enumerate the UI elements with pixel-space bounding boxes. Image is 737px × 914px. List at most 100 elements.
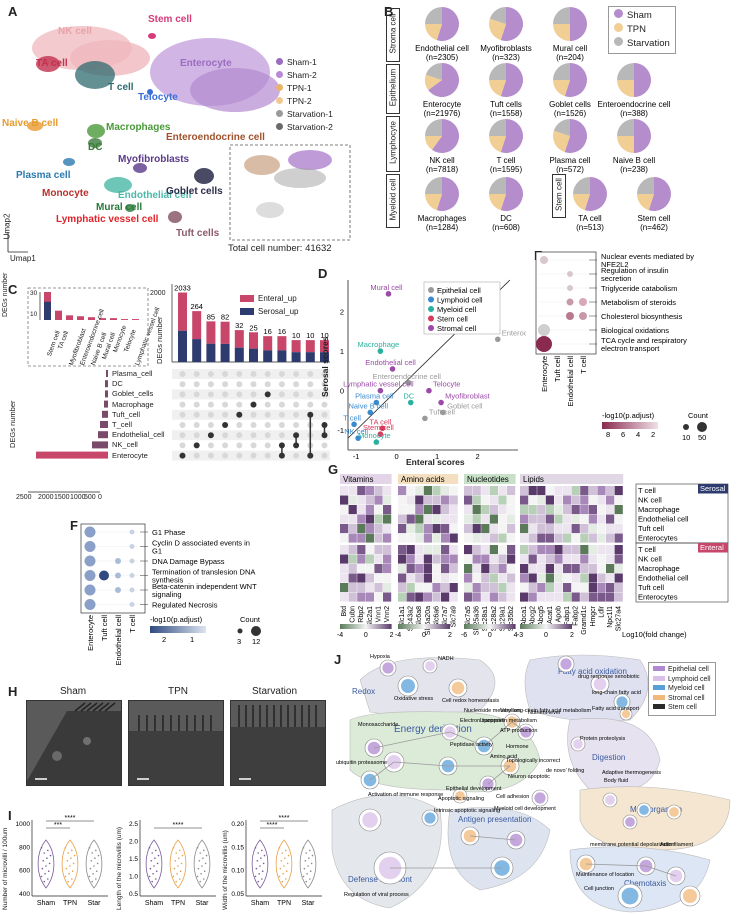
pie-count: (n=238) bbox=[620, 165, 648, 174]
j-term: Intrinsic apoptotic signaling bbox=[434, 808, 500, 814]
g-cell bbox=[614, 564, 623, 574]
total-cell-count: Total cell number: 41632 bbox=[228, 243, 332, 254]
j-node-fill bbox=[534, 792, 546, 804]
g-cell bbox=[481, 524, 490, 534]
main-bar-serosal bbox=[263, 350, 273, 362]
j-term: Amino acid bbox=[490, 754, 517, 760]
matrix-dot bbox=[321, 432, 328, 439]
f-col: Tuft cell bbox=[100, 615, 109, 641]
g-cell bbox=[528, 505, 537, 515]
scatter-label: Naive B cell bbox=[348, 401, 388, 410]
violin-point bbox=[202, 857, 204, 859]
g-cell bbox=[563, 495, 572, 505]
panel-label-c: C bbox=[8, 282, 18, 297]
violin-point bbox=[305, 852, 308, 854]
cluster-label: Plasma cell bbox=[16, 170, 71, 181]
matrix-dot bbox=[222, 391, 229, 398]
pie-slice-starvation bbox=[425, 177, 442, 194]
scatter-point bbox=[389, 366, 396, 372]
g-gene-label: Acat1 bbox=[547, 606, 554, 624]
g-cell bbox=[489, 533, 498, 543]
pie-count: (n=2305) bbox=[426, 53, 459, 62]
main-bar-serosal bbox=[220, 343, 230, 362]
g-cell bbox=[520, 505, 529, 515]
panel-b: B Sham TPN Starvation Stroma cell Epithe… bbox=[380, 0, 737, 262]
sig-stars: **** bbox=[173, 822, 184, 829]
g-cell bbox=[340, 554, 349, 564]
j-node-fill bbox=[451, 681, 465, 695]
scatter-label: Enterocyte bbox=[502, 328, 526, 337]
pie-slice-sham bbox=[432, 119, 459, 153]
g-cell bbox=[606, 524, 615, 534]
i-ytick: 0.15 bbox=[231, 844, 244, 851]
violin-point bbox=[71, 870, 74, 872]
i-ytick: 800 bbox=[19, 844, 30, 851]
sig-stars: **** bbox=[65, 815, 76, 822]
g-colorbar bbox=[398, 624, 450, 629]
g-cell bbox=[441, 486, 450, 496]
g-cell bbox=[498, 524, 507, 534]
g-cell bbox=[472, 524, 481, 534]
f-count-dot bbox=[251, 626, 261, 636]
violin-point bbox=[95, 878, 97, 880]
scatter-label: NK cell bbox=[344, 427, 368, 436]
g-cell bbox=[554, 564, 563, 574]
g-cell bbox=[374, 524, 383, 534]
main-bar-label: 10 bbox=[306, 331, 314, 340]
g-cell bbox=[340, 495, 349, 505]
pie-count: (n=388) bbox=[620, 109, 648, 118]
g-cell bbox=[441, 524, 450, 534]
f-colorbar bbox=[150, 626, 206, 633]
scatter-point bbox=[373, 399, 380, 406]
violin-point bbox=[303, 867, 306, 870]
legend-swatch bbox=[614, 23, 623, 32]
g-scale-tick: 4 bbox=[514, 632, 518, 639]
violin-point bbox=[260, 857, 262, 859]
violin-point bbox=[257, 852, 260, 854]
violin-point bbox=[179, 878, 181, 880]
violin-point bbox=[95, 849, 97, 852]
f-dot bbox=[99, 570, 109, 581]
matrix-dot bbox=[193, 381, 200, 388]
g-cell bbox=[597, 505, 606, 515]
g-cell bbox=[563, 505, 572, 515]
matrix-dot bbox=[193, 371, 200, 377]
violin-point bbox=[47, 878, 49, 880]
violin-point bbox=[69, 865, 71, 867]
g-cell bbox=[606, 505, 615, 515]
violin-point bbox=[172, 847, 175, 849]
matrix-dot bbox=[236, 452, 243, 459]
matrix-dot bbox=[278, 381, 285, 388]
j-term: Neuron apoptotic bbox=[508, 774, 550, 780]
g-cell bbox=[498, 554, 507, 564]
j-link bbox=[449, 731, 485, 747]
g-cell bbox=[398, 495, 407, 505]
matrix-dot bbox=[278, 411, 285, 418]
pie-slice-starvation bbox=[425, 7, 442, 24]
pie-label: Goblet cells bbox=[549, 100, 591, 109]
e-colorbar bbox=[602, 422, 658, 429]
violin bbox=[37, 839, 55, 889]
umap-plot bbox=[7, 26, 351, 253]
g-cell bbox=[606, 514, 615, 524]
pie-count: (n=1526) bbox=[554, 109, 587, 118]
g-cell bbox=[432, 486, 441, 496]
g-cell bbox=[449, 583, 458, 593]
f-col: Enterocyte bbox=[86, 615, 95, 651]
violin-point bbox=[263, 854, 266, 857]
g-cell bbox=[588, 533, 597, 543]
main-bar-enteral bbox=[192, 311, 202, 340]
d-legend-label: Myeloid cell bbox=[437, 305, 477, 314]
scatter-label: TA cell bbox=[369, 417, 391, 426]
violin-point bbox=[255, 867, 258, 870]
g-cell bbox=[580, 554, 589, 564]
violin-point bbox=[92, 873, 94, 875]
j-region-label: Antigen presentation bbox=[458, 815, 531, 824]
f-count-title: Count bbox=[240, 615, 261, 624]
j-link bbox=[487, 765, 511, 785]
scatter-point bbox=[373, 439, 380, 445]
i-ytick: 0.10 bbox=[231, 868, 244, 875]
matrix-dot bbox=[307, 381, 314, 388]
g-cell bbox=[588, 505, 597, 515]
